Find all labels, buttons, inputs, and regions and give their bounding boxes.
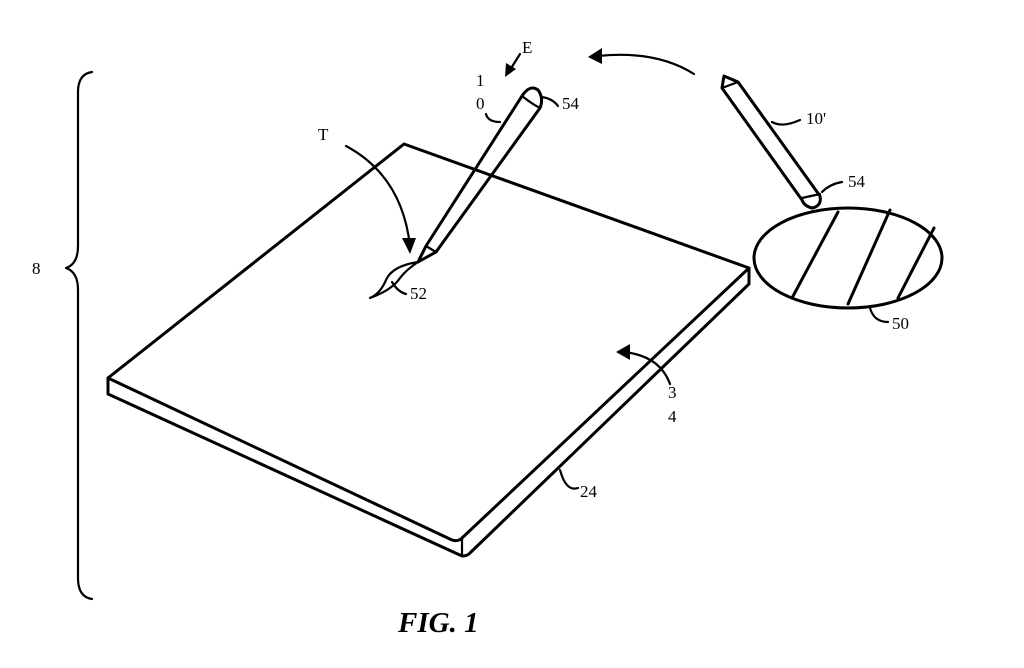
stylus-body xyxy=(416,94,542,264)
tablet-top-surface xyxy=(106,142,751,543)
stylus-alt-cap-line xyxy=(800,192,822,200)
label-stylus-0: 0 xyxy=(476,94,485,113)
label-system-8: 8 xyxy=(32,259,41,278)
label-stylus-alt-end-54: 54 xyxy=(848,172,866,191)
label-stroke-52: 52 xyxy=(410,284,427,303)
leader-50 xyxy=(868,306,890,324)
pad-stripe-3 xyxy=(896,226,936,300)
label-pad-50: 50 xyxy=(892,314,909,333)
label-direction-E: E xyxy=(522,38,532,57)
label-stylus-end-54: 54 xyxy=(562,94,580,113)
label-stylus-10prime: 10' xyxy=(806,109,826,128)
stylus xyxy=(416,86,544,264)
stylus-end-cap xyxy=(520,86,544,110)
label-T: T xyxy=(318,125,329,144)
pad-ellipse xyxy=(752,206,944,310)
arrowhead-motion xyxy=(588,48,602,64)
stylus-tip-line xyxy=(424,244,438,254)
stylus-alt xyxy=(720,74,822,210)
stylus-alt-body xyxy=(720,74,822,210)
leader-24 xyxy=(558,468,580,490)
pad-stripe-2 xyxy=(846,208,892,306)
leader-10 xyxy=(484,112,502,124)
label-housing-24: 24 xyxy=(580,482,598,501)
system-brace xyxy=(64,70,94,601)
arrow-T xyxy=(344,144,412,248)
leader-54-alt xyxy=(820,180,844,194)
arrow-motion xyxy=(596,53,696,76)
pad-stripe-1 xyxy=(790,210,840,300)
arrowhead-T xyxy=(402,238,416,254)
stroke-52 xyxy=(368,260,420,300)
stylus-end-cap-line xyxy=(520,94,542,110)
leader-52 xyxy=(390,280,408,296)
tablet-front-edge xyxy=(106,266,751,558)
label-stylus-1: 1 xyxy=(476,71,485,90)
pad xyxy=(752,206,944,310)
tablet-device xyxy=(106,142,751,558)
arrowhead-34 xyxy=(616,344,630,360)
leader-10prime xyxy=(770,118,802,126)
label-surface-4: 4 xyxy=(668,407,677,426)
arrowhead-E xyxy=(505,63,516,77)
leader-54 xyxy=(539,95,560,108)
figure-caption: FIG. 1 xyxy=(397,607,479,639)
label-surface-3: 3 xyxy=(668,383,677,402)
stylus-alt-tip-line xyxy=(720,80,740,90)
